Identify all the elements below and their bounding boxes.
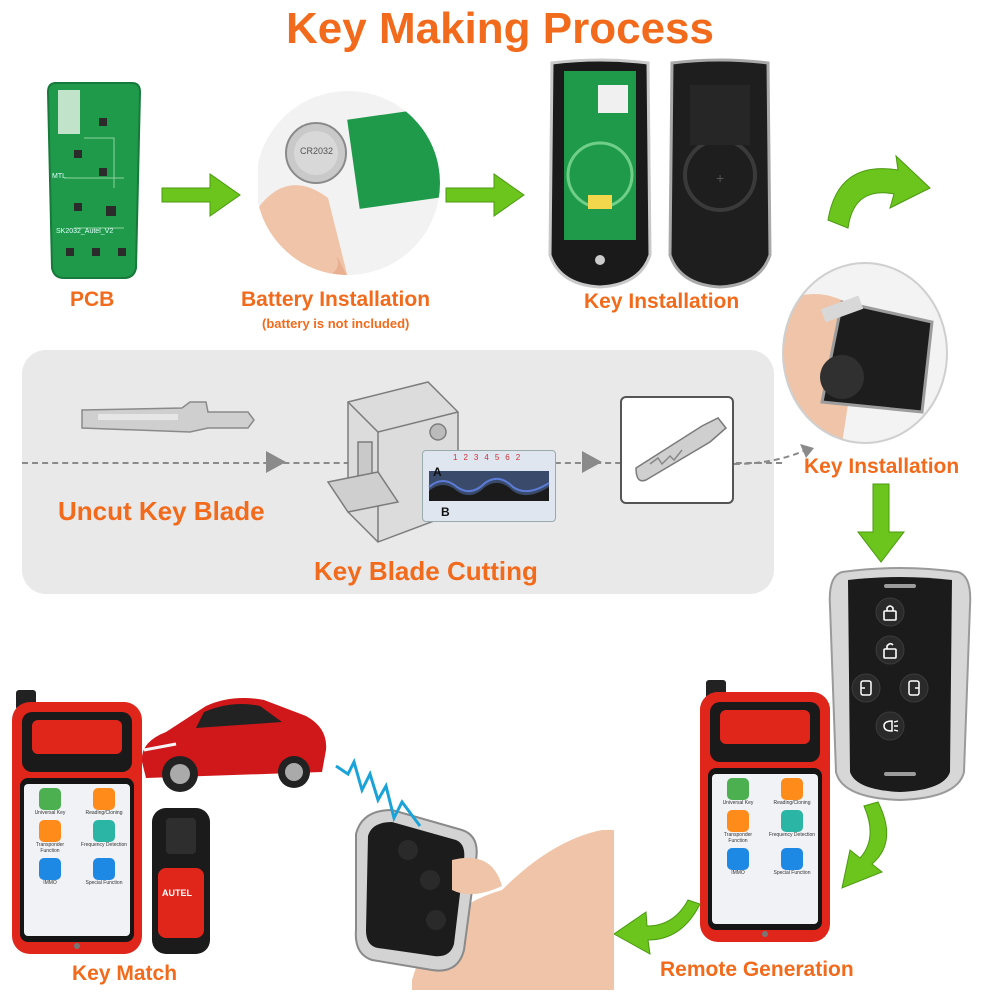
- pcb-text-model: SK2032_Autel_V2: [56, 228, 114, 235]
- dongle-brand: AUTEL: [162, 888, 192, 898]
- dashed-curve-arrow: [733, 444, 814, 465]
- step-pcb-label: PCB: [70, 288, 115, 311]
- app-transponder[interactable]: Transponder Function: [714, 810, 762, 844]
- app-label: Reading/Cloning: [85, 810, 123, 816]
- app-label: Frequency Detection: [768, 832, 816, 838]
- cutting-digit: 2: [515, 453, 527, 462]
- arrow-down-icon: [856, 483, 906, 563]
- cutting-digit: 3: [473, 453, 485, 462]
- app-reading-cloning[interactable]: Reading/Cloning: [768, 778, 816, 806]
- battery-text: CR2032: [300, 146, 334, 156]
- svg-text:+: +: [716, 170, 724, 186]
- pcb-text-mtl: MTL: [52, 173, 66, 180]
- cutting-digit: 6: [505, 453, 516, 462]
- curved-arrow-icon: [841, 801, 888, 889]
- step-key-match-label: Key Match: [72, 962, 178, 985]
- programmer-tablet-right: Universal Key Reading/Cloning Transponde…: [700, 680, 830, 942]
- key-shell-open-image: +: [540, 55, 780, 290]
- step-key-installation-1-label: Key Installation: [584, 290, 740, 313]
- arrow-right-icon: [582, 451, 602, 473]
- app-label: Universal Key: [34, 810, 66, 816]
- app-label: Special Function: [85, 880, 123, 886]
- step-battery-note: (battery is not included): [262, 316, 410, 331]
- programmer-tablet-left: Universal Key Reading/Cloning Transponde…: [12, 690, 142, 954]
- cutting-digit: 5: [494, 453, 506, 462]
- arrow-right-icon: [266, 451, 286, 473]
- pcb-image: MTL SK2032_Autel_V2: [44, 78, 144, 283]
- car-image: [141, 698, 327, 792]
- trunk-light-icon[interactable]: [880, 716, 900, 736]
- app-label: IMMO: [43, 880, 57, 886]
- app-label: IMMO: [731, 870, 745, 876]
- cut-key-blade-frame: [620, 396, 734, 504]
- battery-image: CR2032: [258, 88, 440, 278]
- app-universal-key[interactable]: Universal Key: [26, 788, 74, 816]
- app-special-function[interactable]: Special Function: [80, 858, 128, 886]
- step-blade-cutting-label: Key Blade Cutting: [314, 556, 538, 586]
- app-universal-key[interactable]: Universal Key: [714, 778, 762, 806]
- step-uncut-blade-label: Uncut Key Blade: [58, 496, 265, 526]
- app-transponder[interactable]: Transponder Function: [26, 820, 74, 854]
- page-title: Key Making Process: [286, 4, 714, 53]
- lock-icon[interactable]: [880, 602, 900, 622]
- step-key-installation-2-label: Key Installation: [804, 455, 960, 478]
- smart-key-remote: [826, 566, 974, 802]
- arrow-right-icon: [161, 173, 241, 217]
- cutting-detail-inset: A B 1234562: [422, 450, 556, 522]
- left-door-icon[interactable]: [856, 678, 876, 698]
- obd-dongle-image: AUTEL: [150, 808, 212, 954]
- unlock-icon[interactable]: [880, 640, 900, 660]
- app-immo[interactable]: IMMO: [26, 858, 74, 886]
- app-label: Universal Key: [722, 800, 754, 806]
- uncut-key-blade-image: [81, 401, 255, 433]
- app-reading-cloning[interactable]: Reading/Cloning: [80, 788, 128, 816]
- curved-arrow-icon: [827, 154, 931, 229]
- key-installation-circle-image: [782, 262, 948, 444]
- step-remote-generation-label: Remote Generation: [660, 958, 854, 981]
- cutting-digit: 4: [484, 453, 495, 462]
- app-frequency[interactable]: Frequency Detection: [768, 810, 816, 844]
- app-label: Special Function: [773, 870, 811, 876]
- step-battery-label: Battery Installation: [241, 288, 431, 311]
- app-label: Frequency Detection: [80, 842, 128, 848]
- cutting-label-a: A: [433, 465, 442, 479]
- arrow-right-icon: [445, 173, 525, 217]
- right-door-icon[interactable]: [904, 678, 924, 698]
- cutting-digit: 2: [463, 453, 474, 462]
- app-label: Transponder Function: [723, 832, 753, 844]
- curved-arrow-left-icon: [613, 899, 701, 955]
- app-frequency[interactable]: Frequency Detection: [80, 820, 128, 854]
- hand-holding-key-image: [352, 790, 614, 990]
- app-immo[interactable]: IMMO: [714, 848, 762, 876]
- cutting-digit: 1: [453, 453, 464, 462]
- cutting-digit-row: 1234562: [453, 453, 526, 462]
- cutting-label-b: B: [441, 505, 450, 519]
- app-special-function[interactable]: Special Function: [768, 848, 816, 876]
- app-label: Reading/Cloning: [773, 800, 811, 806]
- app-label: Transponder Function: [35, 842, 65, 854]
- signal-wave-icon: [335, 757, 422, 827]
